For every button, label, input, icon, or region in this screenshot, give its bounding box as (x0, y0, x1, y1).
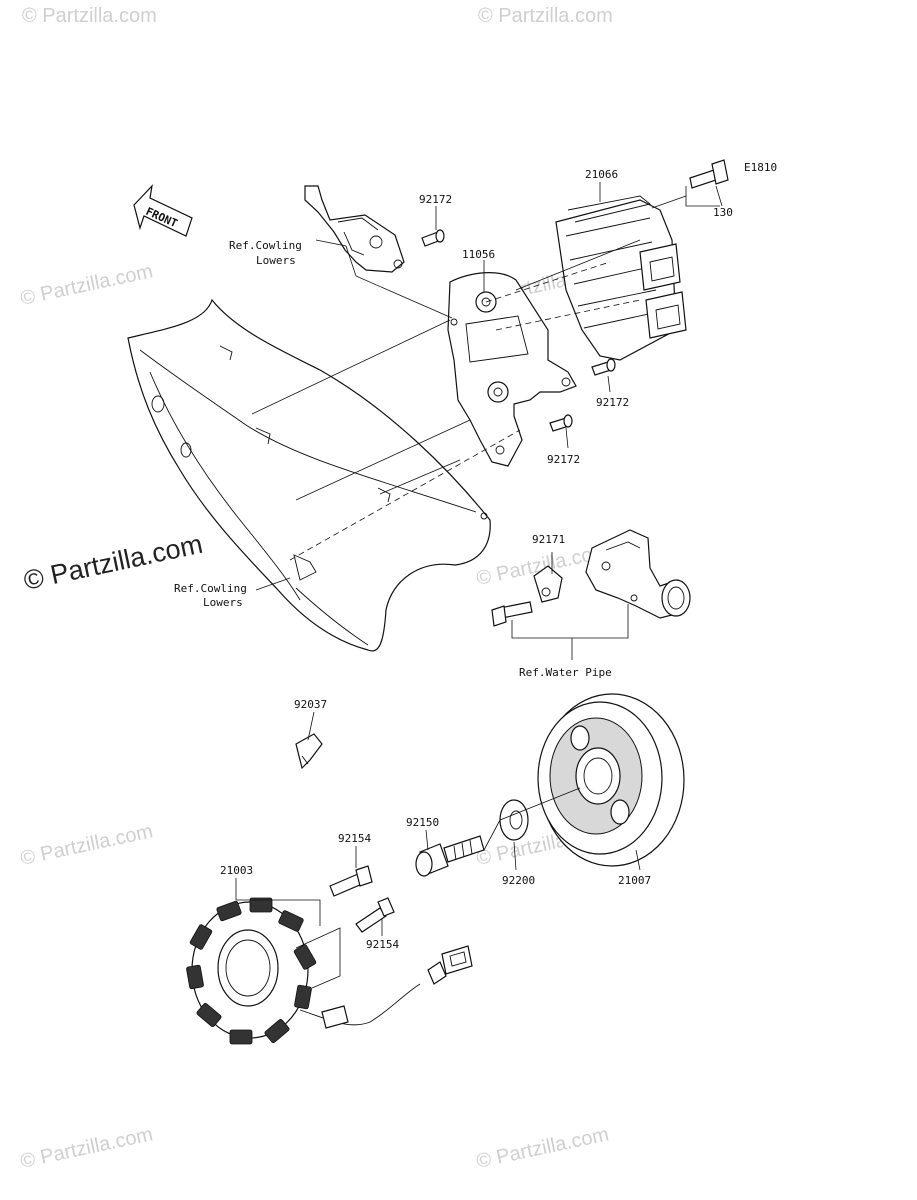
bracket-upper-left (304, 185, 405, 273)
label-92171: 92171 (532, 533, 565, 546)
label-92200: 92200 (502, 874, 535, 887)
watermark: © Partzilla.com (18, 820, 154, 870)
leader-lines (235, 182, 723, 989)
screw-92172-c (549, 414, 573, 432)
ref-cowling-lower-line2: Lowers (203, 596, 243, 609)
label-92037: 92037 (294, 698, 327, 711)
label-92154-a: 92154 (338, 832, 371, 845)
screw-92172-b (591, 358, 616, 376)
washer-92200 (499, 799, 529, 841)
label-21066: 21066 (585, 168, 618, 181)
label-92172-c: 92172 (547, 453, 580, 466)
bracket-11056 (447, 272, 577, 467)
label-92154-b: 92154 (366, 938, 399, 951)
water-pipe-housing (585, 529, 691, 619)
bolt-92154-b (355, 897, 395, 933)
ref-cowling-upper-line2: Lowers (256, 254, 296, 267)
label-11056: 11056 (462, 248, 495, 261)
screw-92172-a (421, 229, 445, 247)
ref-cowling-upper-line1: Ref.Cowling (229, 239, 302, 252)
watermark: © Partzilla.com (18, 260, 154, 310)
label-e1810: E1810 (744, 161, 777, 174)
watermark: © Partzilla.com (18, 1123, 154, 1173)
watermark: © Partzilla.com (22, 5, 157, 27)
label-21007: 21007 (618, 874, 651, 887)
label-92150: 92150 (406, 816, 439, 829)
label-21003: 21003 (220, 864, 253, 877)
rotor-21007 (537, 693, 685, 867)
label-92172-b: 92172 (596, 396, 629, 409)
label-130: 130 (713, 206, 733, 219)
part-labels: 21066 E1810 130 92172 11056 92172 92172 … (220, 161, 777, 951)
watermark: © Partzilla.com (474, 1123, 610, 1173)
clip-92037 (295, 733, 323, 770)
bolt-130 (689, 159, 729, 189)
watermark: © Partzilla.com (478, 5, 613, 27)
ref-cowling-lower-line1: Ref.Cowling (174, 582, 247, 595)
flange-bolt-92150 (415, 835, 485, 877)
label-92172-a: 92172 (419, 193, 452, 206)
regulator-21066 (555, 195, 687, 361)
bolt-water-pipe (491, 601, 533, 627)
ref-labels: Ref.Cowling Lowers Ref.Cowling Lowers Re… (174, 239, 612, 679)
ref-water-pipe: Ref.Water Pipe (519, 666, 612, 679)
stator-21003 (186, 897, 473, 1045)
clamp-92171 (533, 565, 563, 603)
front-arrow-icon: FRONT (133, 184, 193, 237)
cowling-panel (127, 298, 491, 652)
bolt-92154-a (329, 865, 373, 897)
